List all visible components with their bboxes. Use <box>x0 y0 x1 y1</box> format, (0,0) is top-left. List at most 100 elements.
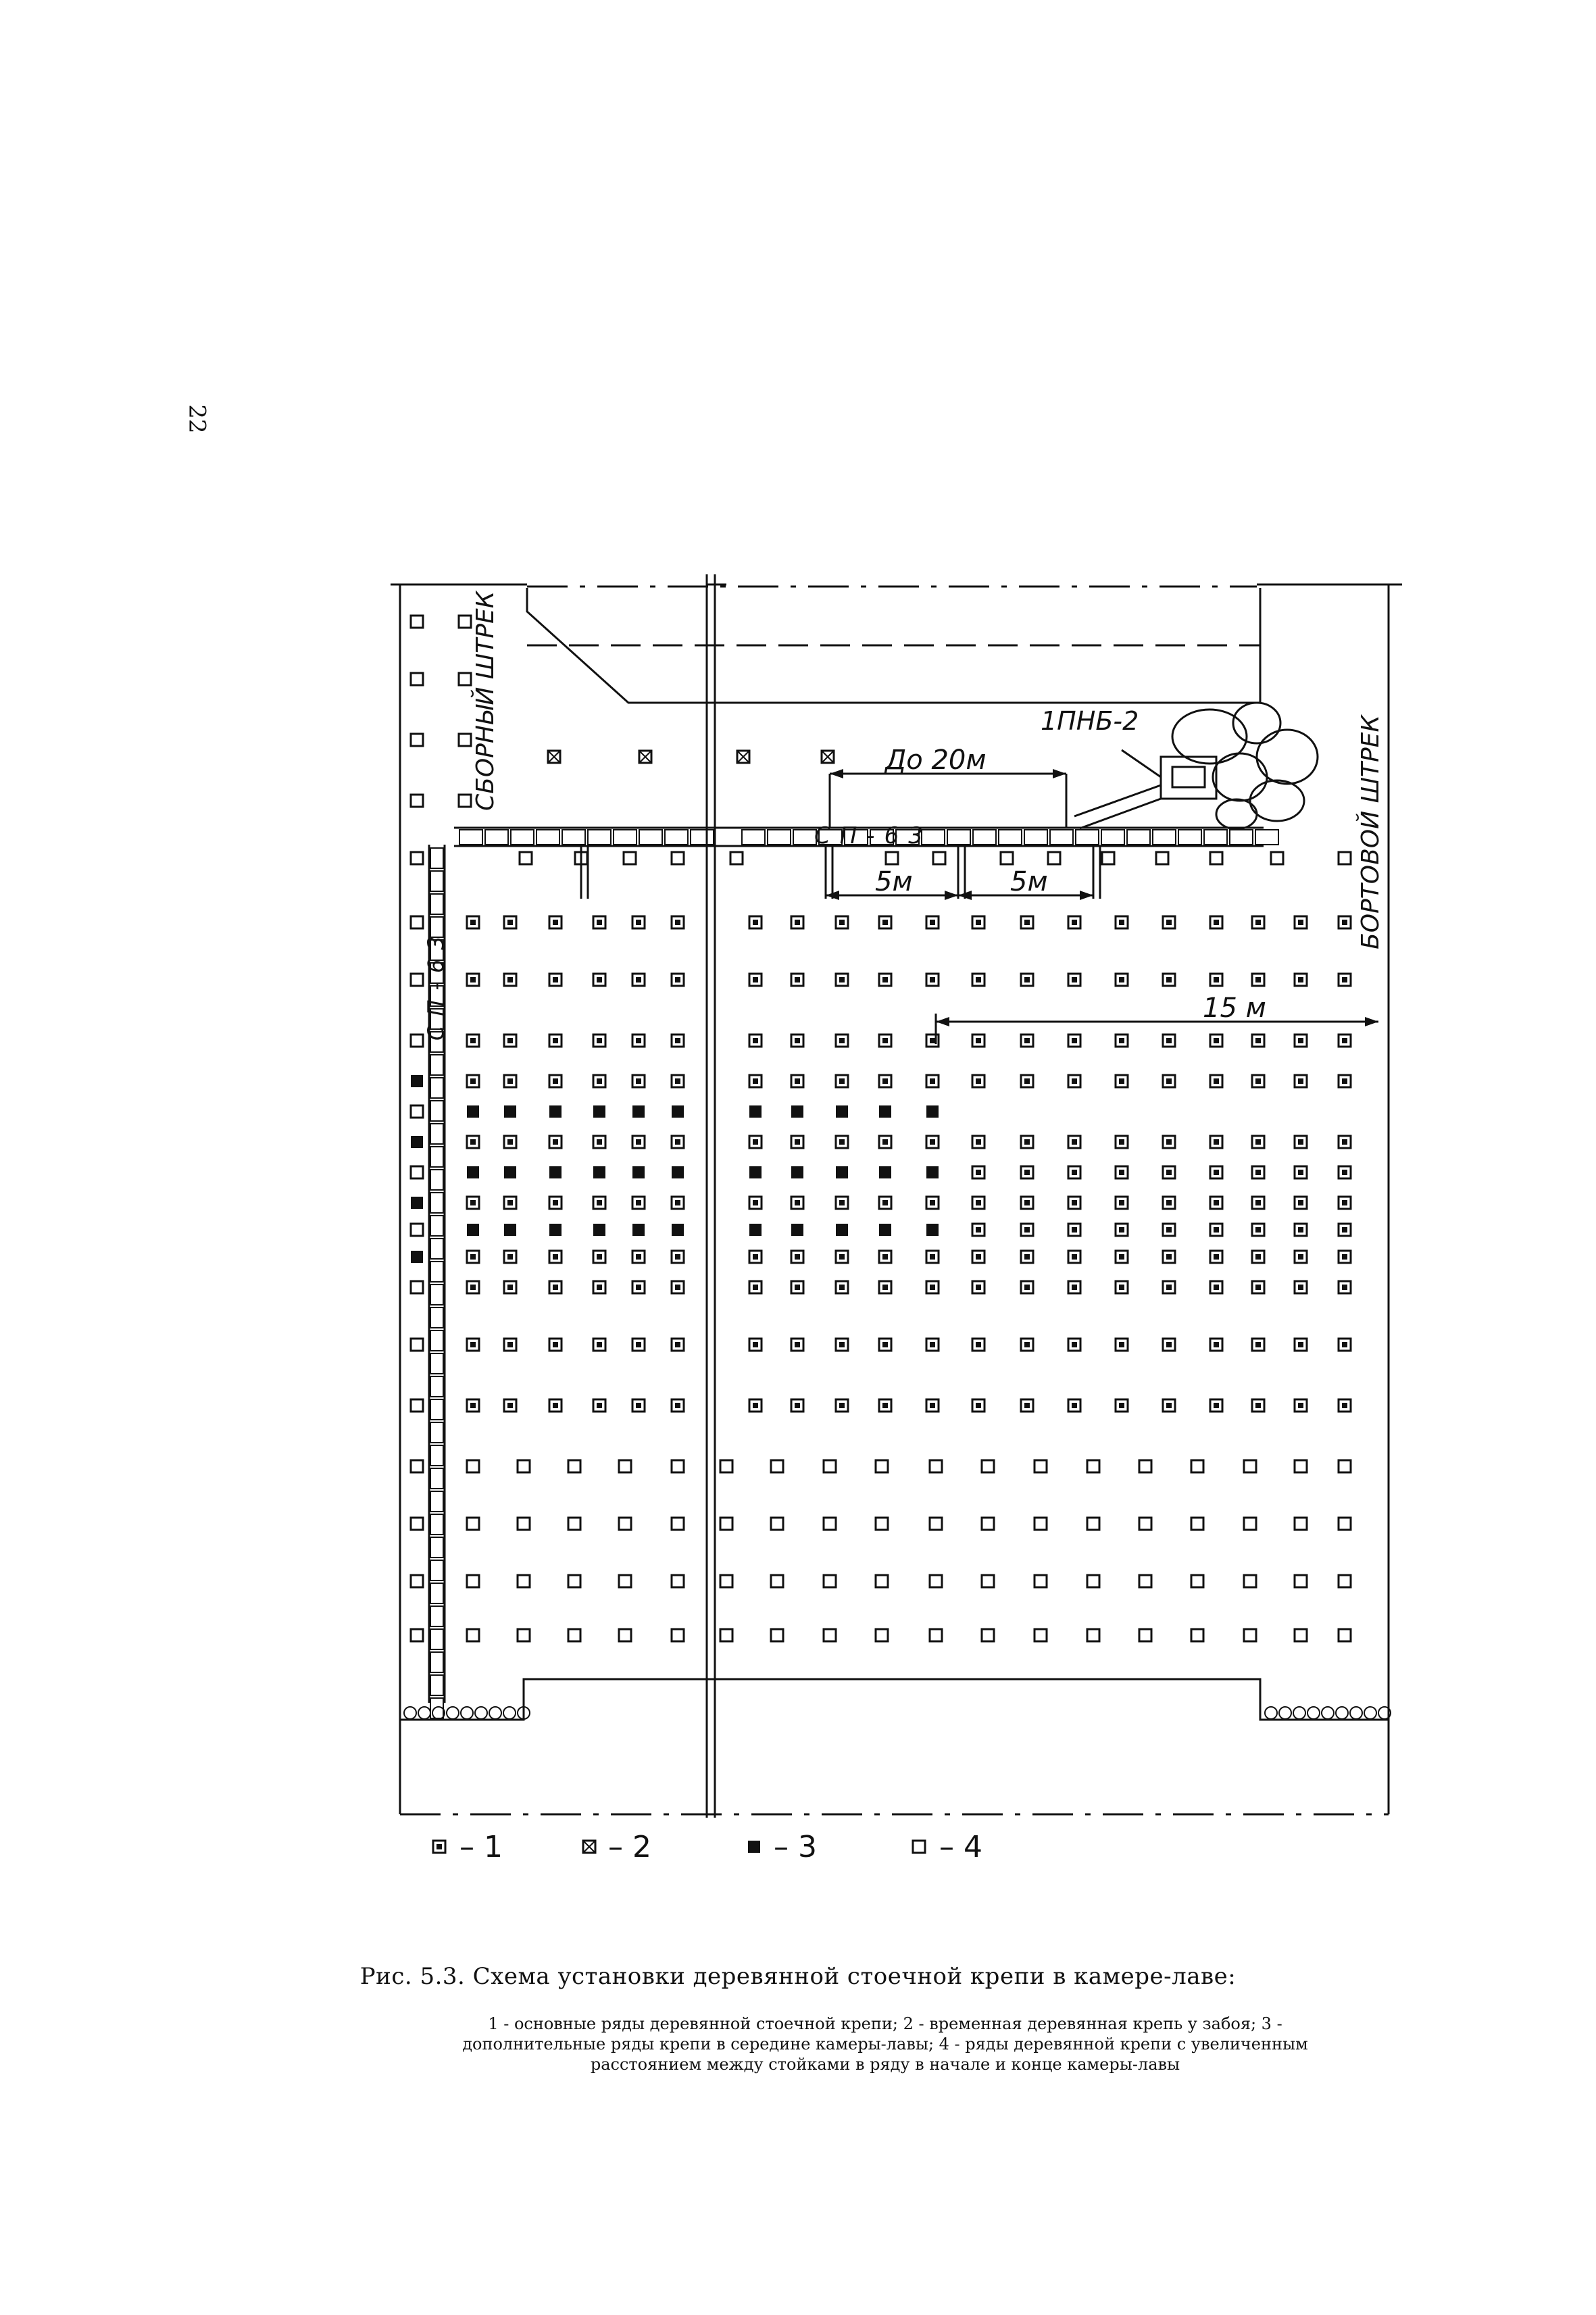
main-prop <box>503 1195 518 1210</box>
main-prop <box>670 915 685 930</box>
spaced-prop <box>409 1165 424 1180</box>
spaced-prop <box>618 1574 632 1589</box>
main-prop <box>1293 915 1308 930</box>
spaced-prop <box>618 1628 632 1643</box>
main-prop <box>790 1033 805 1048</box>
figure-caption-title: Рис. 5.3. Схема установки деревянной сто… <box>359 1963 1237 1990</box>
main-prop <box>1251 1033 1266 1048</box>
main-prop <box>466 1135 480 1149</box>
main-prop <box>1067 1033 1082 1048</box>
main-prop <box>1293 972 1308 987</box>
spaced-prop <box>1293 1459 1308 1474</box>
spaced-prop <box>516 1459 531 1474</box>
additional-prop <box>549 1224 562 1236</box>
main-prop <box>1114 1033 1129 1048</box>
main-prop <box>1114 1337 1129 1352</box>
main-prop <box>670 1398 685 1413</box>
main-prop <box>1162 1280 1176 1295</box>
main-prop <box>548 1195 563 1210</box>
main-prop <box>466 1074 480 1089</box>
temporary-prop <box>582 1839 597 1854</box>
spaced-prop <box>516 1628 531 1643</box>
spaced-prop <box>874 1574 889 1589</box>
spaced-prop <box>1138 1628 1153 1643</box>
spaced-prop <box>932 851 947 866</box>
main-prop <box>971 1195 986 1210</box>
additional-prop <box>593 1105 605 1118</box>
main-prop <box>503 1280 518 1295</box>
spaced-prop <box>670 1516 685 1531</box>
spaced-prop <box>409 851 424 866</box>
main-prop <box>971 1222 986 1237</box>
main-prop <box>432 1839 447 1854</box>
main-prop <box>1209 1280 1224 1295</box>
main-prop <box>466 1033 480 1048</box>
main-prop <box>748 915 763 930</box>
spaced-prop <box>409 1104 424 1119</box>
spaced-prop <box>409 972 424 987</box>
spaced-prop <box>409 614 424 629</box>
main-prop <box>790 1135 805 1149</box>
main-prop <box>1293 1249 1308 1264</box>
additional-prop <box>749 1224 762 1236</box>
main-prop <box>1162 1249 1176 1264</box>
main-prop <box>466 915 480 930</box>
spaced-prop <box>618 1459 632 1474</box>
main-prop <box>503 972 518 987</box>
main-prop <box>1293 1135 1308 1149</box>
dim-5m-label-b: 5м <box>1010 866 1048 897</box>
main-prop <box>631 1135 646 1149</box>
main-prop <box>466 1337 480 1352</box>
main-prop <box>1209 1033 1224 1048</box>
main-prop <box>1293 1398 1308 1413</box>
main-prop <box>790 915 805 930</box>
spaced-prop <box>928 1516 943 1531</box>
legend-item-3: – 3 <box>748 1830 817 1864</box>
spaced-prop <box>1243 1574 1257 1589</box>
spaced-prop <box>719 1628 734 1643</box>
main-prop <box>790 1337 805 1352</box>
spaced-prop <box>409 672 424 687</box>
figure-caption-text: 1 - основные ряды деревянной стоечной кр… <box>462 2014 1308 2074</box>
main-prop <box>1209 1195 1224 1210</box>
spaced-prop <box>466 1574 480 1589</box>
main-prop <box>631 1280 646 1295</box>
temporary-prop <box>547 749 562 764</box>
main-prop <box>1337 915 1352 930</box>
spaced-prop <box>1033 1516 1048 1531</box>
main-prop <box>1251 972 1266 987</box>
additional-prop <box>672 1105 684 1118</box>
main-prop <box>878 1135 893 1149</box>
main-prop <box>548 915 563 930</box>
main-prop <box>1251 915 1266 930</box>
main-prop <box>790 1249 805 1264</box>
svg-text:– 4: – 4 <box>939 1830 982 1864</box>
collector-drift-label: СБОРНЫЙ ШТРЕК <box>471 590 499 811</box>
side-drift-label: БОРТОВОЙ ШТРЕК <box>1356 714 1385 949</box>
dim-5m-label-a: 5м <box>875 866 913 897</box>
additional-prop <box>593 1166 605 1178</box>
main-prop <box>466 1280 480 1295</box>
spaced-prop <box>409 1459 424 1474</box>
additional-prop <box>749 1166 762 1178</box>
main-prop <box>1162 1135 1176 1149</box>
additional-prop <box>748 1841 760 1853</box>
main-prop <box>1162 1222 1176 1237</box>
additional-prop <box>504 1166 516 1178</box>
spaced-prop <box>670 1574 685 1589</box>
spaced-prop <box>1337 1459 1352 1474</box>
main-prop <box>1114 1222 1129 1237</box>
spaced-prop <box>618 1516 632 1531</box>
main-prop <box>1293 1074 1308 1089</box>
additional-prop <box>411 1075 423 1087</box>
main-prop <box>548 1337 563 1352</box>
main-prop <box>631 1074 646 1089</box>
spaced-prop <box>874 1516 889 1531</box>
main-prop <box>971 915 986 930</box>
main-prop <box>1020 1222 1034 1237</box>
main-prop <box>466 1249 480 1264</box>
main-prop <box>1209 972 1224 987</box>
main-prop <box>1162 1033 1176 1048</box>
rock-debris <box>1171 701 1319 830</box>
main-prop <box>1337 972 1352 987</box>
